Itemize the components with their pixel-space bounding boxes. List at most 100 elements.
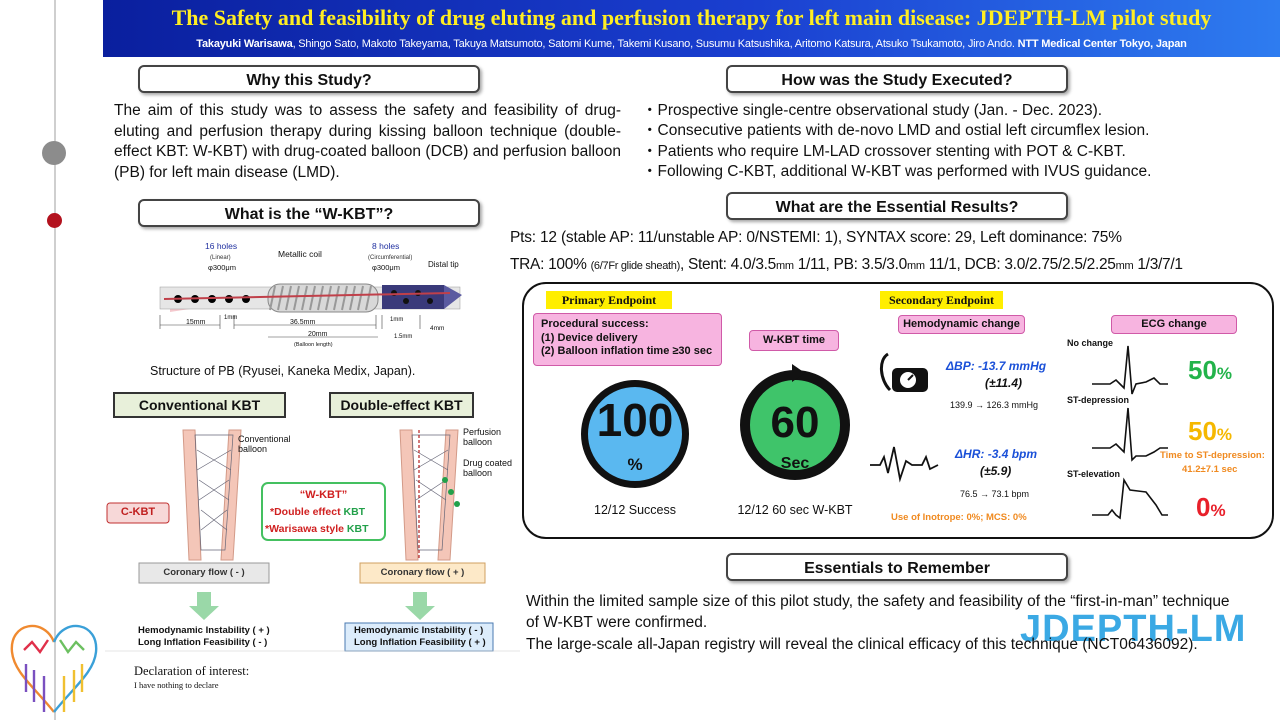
hr-wave-svg bbox=[870, 446, 939, 483]
left-outcome-2: Long Inflation Feasibility ( - ) bbox=[138, 637, 268, 648]
distal-label: Distal tip bbox=[428, 260, 459, 269]
circ-label: (Circumferential) bbox=[368, 255, 412, 261]
wkbt-box-line1: *Double effect KBT bbox=[270, 506, 365, 518]
dim-365-label: 36.5mm bbox=[290, 319, 315, 326]
time-st-value: 41.2±7.1 sec bbox=[1182, 464, 1238, 475]
pct-st-elev-value: 0 bbox=[1196, 492, 1211, 522]
pct-no-change: 50% bbox=[1188, 355, 1232, 386]
wkbt-box-line2-a: *Warisawa style bbox=[265, 523, 347, 535]
holes16-label: 16 holes bbox=[205, 241, 237, 251]
wkbt-box-title: “W-KBT” bbox=[299, 489, 348, 501]
results-sheath: (6/7Fr glide sheath) bbox=[590, 260, 681, 272]
institution: NTT Medical Center Tokyo, Japan bbox=[1017, 38, 1187, 50]
pb-structure-diagram: 16 holes (Linear) φ300μm Metallic coil 8… bbox=[150, 237, 470, 359]
declaration-title: Declaration of interest: bbox=[134, 664, 250, 678]
ecg-normal-wave bbox=[1092, 345, 1168, 395]
ecg-waves-svg bbox=[1092, 345, 1168, 520]
author-line: Takayuki Warisawa, Shingo Sato, Makoto T… bbox=[103, 38, 1280, 50]
results-stent: , Stent: 4.0/3.5 bbox=[679, 256, 776, 273]
remember-line-2: The large-scale all-Japan registry will … bbox=[526, 636, 1198, 653]
double-effect-kbt-label: Double-effect KBT bbox=[329, 392, 474, 418]
pct-no-change-sign: % bbox=[1216, 364, 1233, 383]
gray-dot-icon bbox=[42, 141, 66, 165]
ecg-tag: ECG change bbox=[1111, 315, 1237, 334]
ecg-waves bbox=[1090, 340, 1170, 525]
flow-pos-label: Coronary flow ( + ) bbox=[380, 567, 465, 578]
hemodynamic-tag: Hemodynamic change bbox=[898, 315, 1025, 334]
right-outcome-2: Long Inflation Feasibility ( + ) bbox=[354, 637, 486, 648]
delta-hr: ΔHR: -3.4 bpm bbox=[955, 447, 1038, 461]
wkbt-time-arrow-icon bbox=[792, 364, 805, 382]
hr-wave-icon bbox=[868, 443, 940, 483]
pct-st-elev-sign: % bbox=[1210, 501, 1226, 520]
delta-bp: ΔBP: -13.7 mmHg bbox=[946, 359, 1047, 373]
wkbt-time-value: 60 bbox=[770, 398, 820, 447]
proc-title: Procedural success: bbox=[541, 318, 649, 330]
heart-logo bbox=[4, 612, 104, 718]
bp-values: 139.9 → 126.3 mmHg bbox=[950, 400, 1039, 410]
procedural-success-box: Procedural success: (1) Device delivery … bbox=[533, 313, 722, 366]
conventional-kbt-label: Conventional KBT bbox=[113, 392, 286, 418]
results-heading: What are the Essential Results? bbox=[726, 192, 1068, 220]
dim-20-label: 20mm bbox=[308, 331, 328, 338]
dim-15-label: 15mm bbox=[186, 319, 206, 326]
heart-logo-svg bbox=[10, 624, 98, 713]
success-rate-value: 100 bbox=[596, 394, 674, 446]
results-mm3: mm bbox=[1115, 260, 1134, 272]
wkbt-time-unit: Sec bbox=[780, 455, 810, 472]
wkbt-box-line1-a: *Double effect bbox=[270, 506, 344, 518]
pct-st-dep-sign: % bbox=[1216, 425, 1233, 444]
remember-line-1: Within the limited sample size of this p… bbox=[526, 593, 1230, 631]
st-dep-label: ST-depression bbox=[1067, 395, 1130, 405]
time-st-label: Time to ST-depression: bbox=[1160, 450, 1265, 461]
success-rate-circle bbox=[581, 380, 689, 488]
left-outcome-1: Hemodynamic Instability ( + ) bbox=[138, 625, 270, 636]
dim-15b-label: 1.5mm bbox=[394, 334, 412, 340]
results-line-1: Pts: 12 (stable AP: 11/unstable AP: 0/NS… bbox=[510, 229, 1122, 246]
declaration-text: I have nothing to declare bbox=[134, 680, 219, 690]
pb-caption: Structure of PB (Ryusei, Kaneka Medix, J… bbox=[150, 364, 416, 378]
ckbt-label: C-KBT bbox=[120, 506, 156, 518]
ecg-st-dep-wave bbox=[1092, 407, 1168, 462]
how-bullet-4: ・Following C-KBT, additional W-KBT was p… bbox=[642, 163, 1152, 180]
wkbt-time-box: W-KBT time bbox=[749, 330, 839, 351]
how-bullet-1: ・Prospective single-centre observational… bbox=[642, 102, 1103, 119]
delta-hr-sd: (±5.9) bbox=[980, 464, 1012, 478]
remember-heading: Essentials to Remember bbox=[726, 553, 1068, 581]
phi-a-label: φ300μm bbox=[208, 263, 236, 272]
proc-item-2: (2) Balloon inflation time ≥30 sec bbox=[541, 345, 713, 357]
phi-b-label: φ300μm bbox=[372, 263, 400, 272]
results-tra: TRA: 100% bbox=[510, 256, 591, 273]
results-mm1: mm bbox=[775, 260, 794, 272]
secondary-endpoint-tag: Secondary Endpoint bbox=[880, 291, 1003, 309]
pct-st-dep: 50% bbox=[1188, 416, 1232, 447]
lead-author: Takayuki Warisawa bbox=[196, 38, 293, 50]
pct-no-change-value: 50 bbox=[1188, 355, 1217, 385]
results-mm2: mm bbox=[906, 260, 925, 272]
how-heading: How was the Study Executed? bbox=[726, 65, 1068, 93]
why-heading: Why this Study? bbox=[138, 65, 480, 93]
endpoint-panel bbox=[522, 282, 1274, 539]
header-banner: The Safety and feasibility of drug eluti… bbox=[103, 0, 1280, 57]
pct-st-dep-value: 50 bbox=[1188, 416, 1217, 446]
success-rate-pct: % bbox=[627, 455, 643, 474]
sec60-label: 12/12 60 sec W-KBT bbox=[737, 503, 853, 517]
delta-bp-sd: (±11.4) bbox=[985, 376, 1023, 390]
results-dcb-counts: 1/3/7/1 bbox=[1133, 256, 1183, 273]
holes8-label: 8 holes bbox=[372, 241, 399, 251]
perf-balloon-label: Perfusion balloon bbox=[463, 427, 502, 447]
coauthors: , Shingo Sato, Makoto Takeyama, Takuya M… bbox=[292, 38, 1018, 50]
wkbt-box-line1-b: KBT bbox=[343, 506, 366, 518]
dcb-label: Drug coated balloon bbox=[463, 458, 513, 478]
pct-st-elev: 0% bbox=[1196, 492, 1226, 523]
red-dot-icon bbox=[47, 213, 62, 228]
results-line-2: TRA: 100% (6/7Fr glide sheath), Stent: 4… bbox=[510, 256, 1183, 274]
pb-structure-svg: 16 holes (Linear) φ300μm Metallic coil 8… bbox=[159, 241, 462, 348]
page-title: The Safety and feasibility of drug eluti… bbox=[171, 5, 1212, 30]
hr-values: 76.5 → 73.1 bpm bbox=[960, 489, 1030, 499]
no-change-label: No change bbox=[1067, 338, 1114, 348]
kbt-comparison-figure bbox=[105, 420, 520, 652]
conv-balloon-label: Conventional balloon bbox=[238, 434, 291, 454]
inotrope-text: Use of Inotrope: 0%; MCS: 0% bbox=[891, 512, 1027, 523]
results-pb: 1/11, PB: 3.5/3.0 bbox=[793, 256, 908, 273]
